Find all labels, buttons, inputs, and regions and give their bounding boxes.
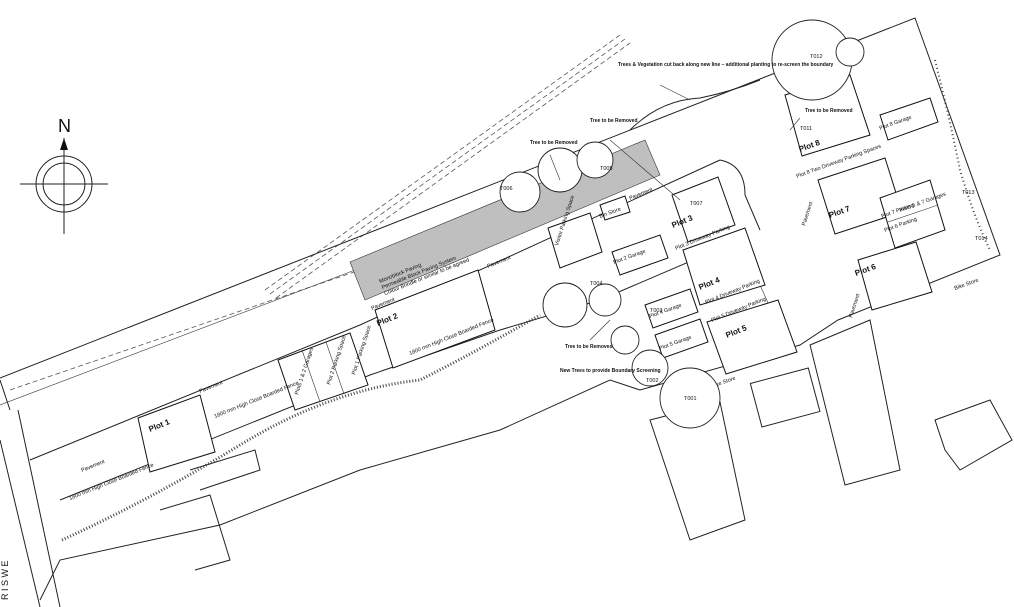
note-new-trees: New Trees to provide Boundary Screening: [560, 368, 661, 374]
plot-1: Plot 1: [137, 394, 216, 473]
plot-4: Plot 4: [682, 227, 766, 306]
tree-tag-t002: T002: [646, 378, 659, 384]
boundary-hedge: [61, 313, 541, 542]
note-tree-removed-a: Tree to be Removed: [530, 140, 578, 146]
tree-tag-t005: T005: [600, 166, 613, 172]
tree-tag-t011: T011: [800, 126, 812, 132]
note-tree-removed-c: Tree to be Removed: [565, 344, 613, 350]
tree-tag-t003: T003: [650, 308, 663, 314]
pavement-label-1: Pavement: [81, 459, 107, 474]
pavement-label-7: Pavement: [848, 293, 862, 319]
fence-note-2: 1800 mm High Close Boarded Fence: [214, 380, 300, 419]
tree-tag-t006: T006: [500, 186, 513, 192]
tree-tag-t013: T013: [962, 190, 975, 196]
note-callouts: [549, 84, 801, 341]
tree-tag-t001: T001: [684, 396, 697, 402]
north-label: N: [58, 116, 71, 136]
plot-6: Plot 6: [854, 241, 933, 311]
plot-5: Plot 5: [706, 299, 798, 375]
tree-canopies: [499, 19, 991, 429]
pavement-label-4: Pavement: [487, 255, 513, 270]
tree-tag-t004: T004: [590, 281, 603, 287]
plot-3: Plot 3: [670, 176, 736, 243]
pavement-label-5: Pavement: [629, 187, 655, 202]
note-tree-removed-d: Tree to be Removed: [805, 108, 853, 114]
pavement-label-6: Pavement: [801, 201, 815, 227]
north-arrow-icon: N: [20, 116, 108, 234]
plot-7: Plot 7: [817, 157, 903, 235]
garage-blocks: [277, 97, 946, 411]
street-name: R I S W E: [0, 560, 10, 600]
tree-tag-t012: T012: [810, 54, 823, 60]
tree-tag-t014: T014: [975, 236, 988, 242]
street-edge: [0, 409, 61, 607]
pavement-label-2: Pavement: [199, 380, 225, 395]
site-boundary: [0, 17, 1001, 601]
tree-tag-t007: T007: [690, 201, 703, 207]
bike-store-label-2: Bike Store: [954, 278, 980, 292]
note-tree-removed-b: Tree to be Removed: [590, 118, 638, 124]
plot-2: Plot 2: [374, 269, 496, 369]
note-trees-vegetation: Trees & Vegetation cut back along new li…: [618, 62, 834, 68]
